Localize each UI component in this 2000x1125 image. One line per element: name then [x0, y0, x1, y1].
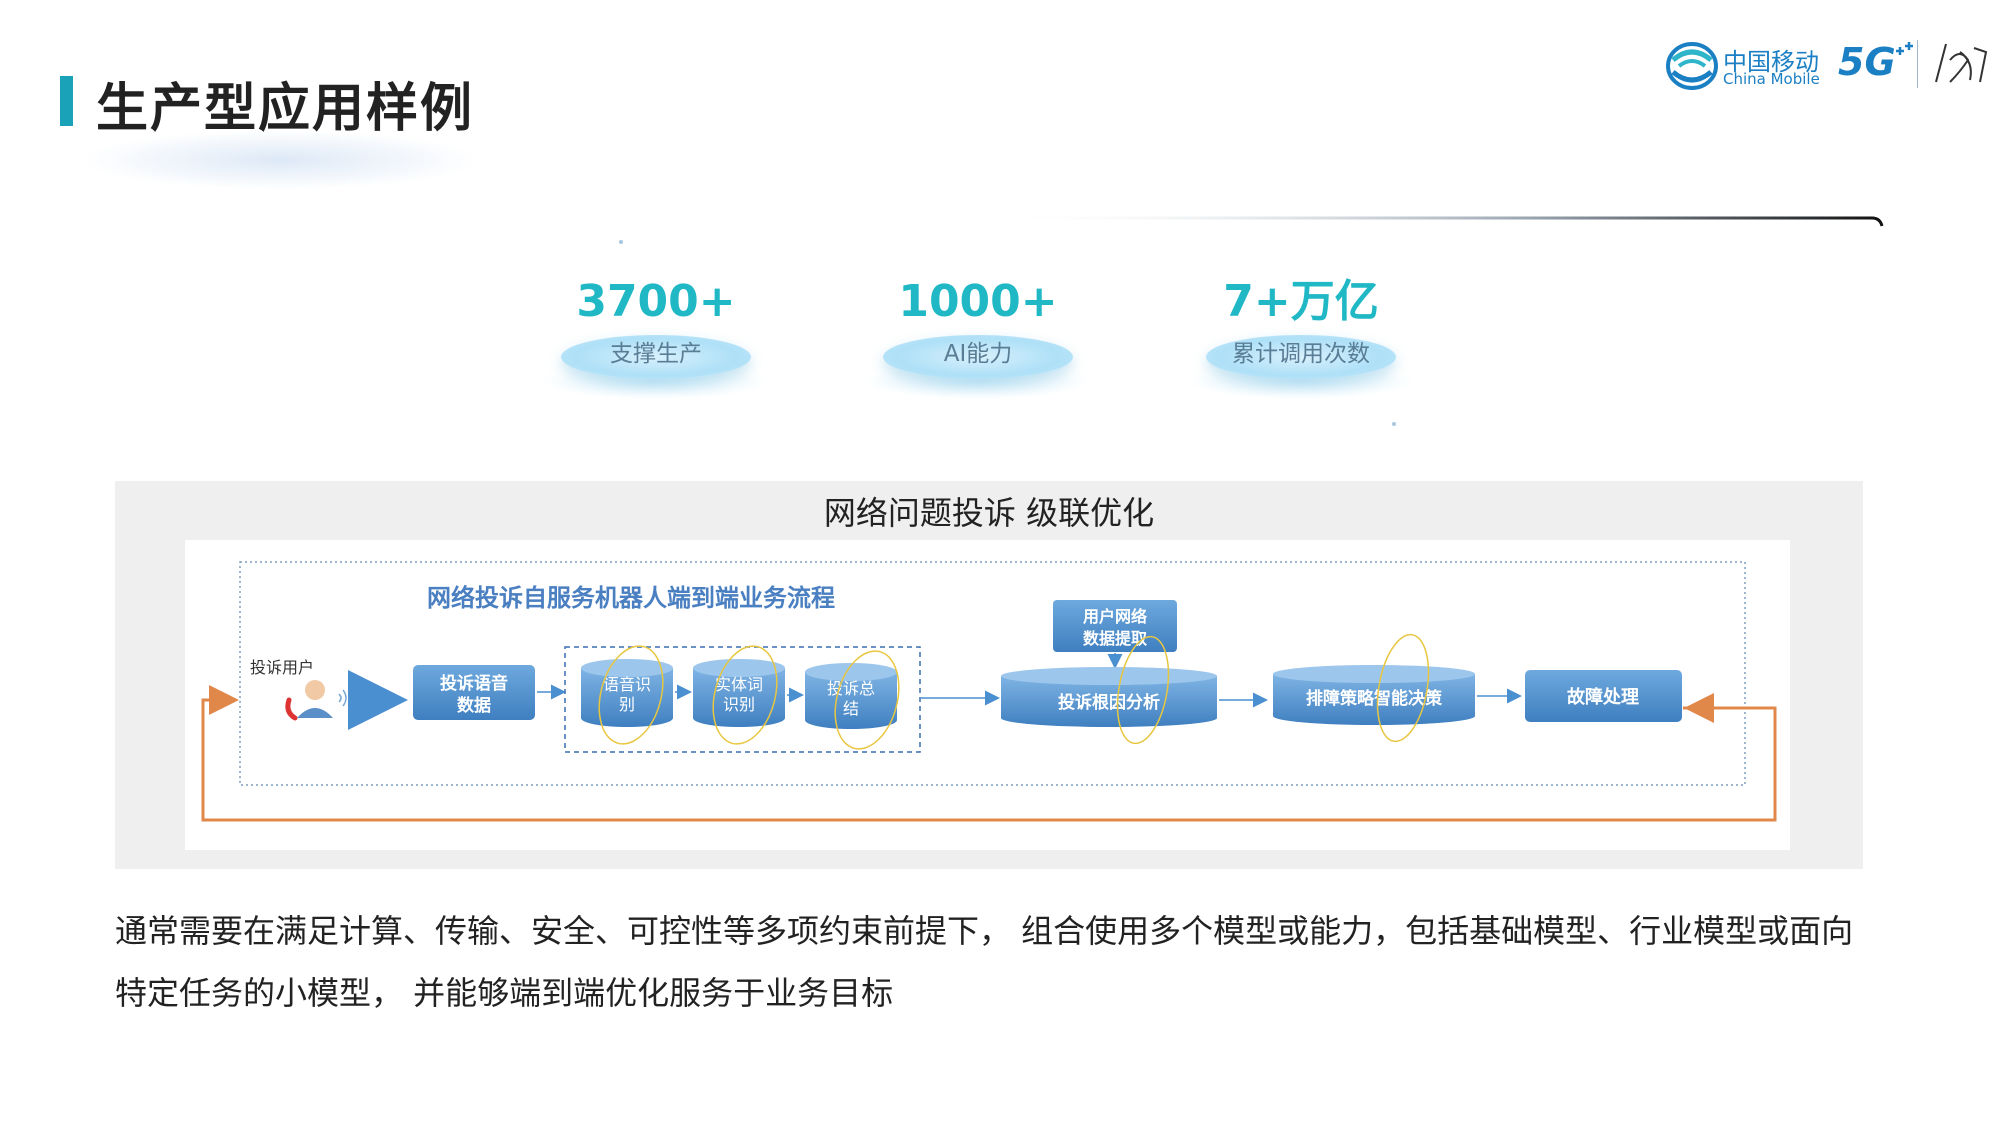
highlight-ring — [1116, 635, 1170, 745]
highlight-ring — [598, 645, 664, 745]
stat-value: 1000+ — [898, 276, 1058, 327]
asr-node: 语音识 别 — [581, 659, 673, 727]
extract-line2: 数据提取 — [1083, 629, 1147, 648]
fault-handling-node — [1525, 670, 1682, 722]
entity-line1: 实体词 — [715, 675, 763, 694]
highlight-ring — [1376, 633, 1430, 743]
brand-name-en: China Mobile — [1723, 70, 1820, 88]
user-label: 投诉用户 — [250, 658, 314, 677]
stat-label: 支撑生产 — [610, 341, 702, 367]
dotted-frame — [239, 561, 1746, 786]
summary-line1: 投诉总 — [827, 679, 875, 698]
body-paragraph: 通常需要在满足计算、传输、安全、可控性等多项约束前提下， 组合使用多个模型或能力… — [115, 912, 1854, 1012]
process-flow-diagram: 网络投诉自服务机器人端到端业务流程 投诉用户 投诉语音 数据 语音识 别 实体词… — [201, 561, 1777, 822]
stat-label: AI能力 — [943, 341, 1013, 367]
stat-disc — [1206, 335, 1396, 379]
5g-badge: 5G — [1838, 40, 1896, 84]
nlp-group-frame — [564, 646, 921, 753]
decor-dot — [1392, 422, 1396, 426]
stat-card: 7+万亿 累计调用次数 — [1171, 280, 1431, 368]
decision-label: 排障策略智能决策 — [1306, 688, 1443, 709]
stat-value: 7+万亿 — [1223, 276, 1379, 327]
title-glow — [80, 130, 480, 190]
stat-label: 累计调用次数 — [1232, 341, 1370, 367]
calligraphy-seal-icon — [1935, 43, 1988, 83]
voice-data-line1: 投诉语音 — [440, 673, 508, 694]
stat-card: 1000+ AI能力 — [848, 280, 1108, 368]
voice-data-node — [413, 665, 535, 720]
diagram-heading: 网络投诉自服务机器人端到端业务流程 — [427, 584, 835, 612]
logo-divider — [1917, 40, 1918, 88]
decision-node: 排障策略智能决策 — [1273, 665, 1475, 725]
user-phone-icon — [285, 680, 347, 721]
network-data-extract-node — [1053, 600, 1177, 652]
plus-plus-icon — [1896, 42, 1913, 55]
entity-line2: 识别 — [723, 695, 755, 714]
brand-name-cn: 中国移动 — [1723, 48, 1819, 76]
root-cause-node: 投诉根因分析 — [1001, 667, 1217, 727]
summary-node: 投诉总 结 — [805, 663, 897, 729]
stat-card: 3700+ 支撑生产 — [526, 280, 786, 368]
root-cause-label: 投诉根因分析 — [1058, 692, 1160, 713]
panel-title: 网络问题投诉 级联优化 — [823, 494, 1155, 532]
asr-line2: 别 — [619, 695, 635, 714]
stat-value: 3700+ — [576, 276, 736, 327]
summary-line2: 结 — [843, 699, 859, 718]
stat-disc — [561, 335, 751, 379]
decorative-frame-line — [990, 216, 1884, 378]
entity-node: 实体词 识别 — [693, 659, 785, 727]
stat-disc — [883, 335, 1073, 379]
handling-label: 故障处理 — [1567, 686, 1639, 708]
asr-line1: 语音识 — [603, 675, 651, 694]
highlight-ring — [712, 645, 778, 745]
china-mobile-logo-icon — [1666, 42, 1718, 90]
decor-dot — [619, 240, 623, 244]
voice-data-line2: 数据 — [457, 695, 491, 716]
extract-line1: 用户网络 — [1083, 607, 1147, 626]
title-accent-bar — [60, 76, 73, 126]
highlight-ring — [834, 650, 900, 750]
page-title: 生产型应用样例 — [96, 79, 475, 139]
feedback-loop-arrow — [201, 685, 1777, 822]
